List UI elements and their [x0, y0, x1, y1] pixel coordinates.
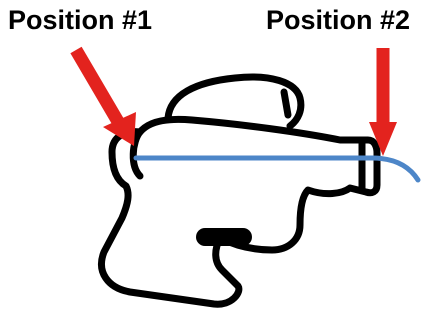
arrow-down-icon: [76, 50, 136, 146]
water-gun-icon: [102, 77, 377, 304]
gun-body: [102, 119, 377, 304]
gun-fin-detail: [284, 92, 288, 115]
trigger-slot: [196, 228, 252, 246]
